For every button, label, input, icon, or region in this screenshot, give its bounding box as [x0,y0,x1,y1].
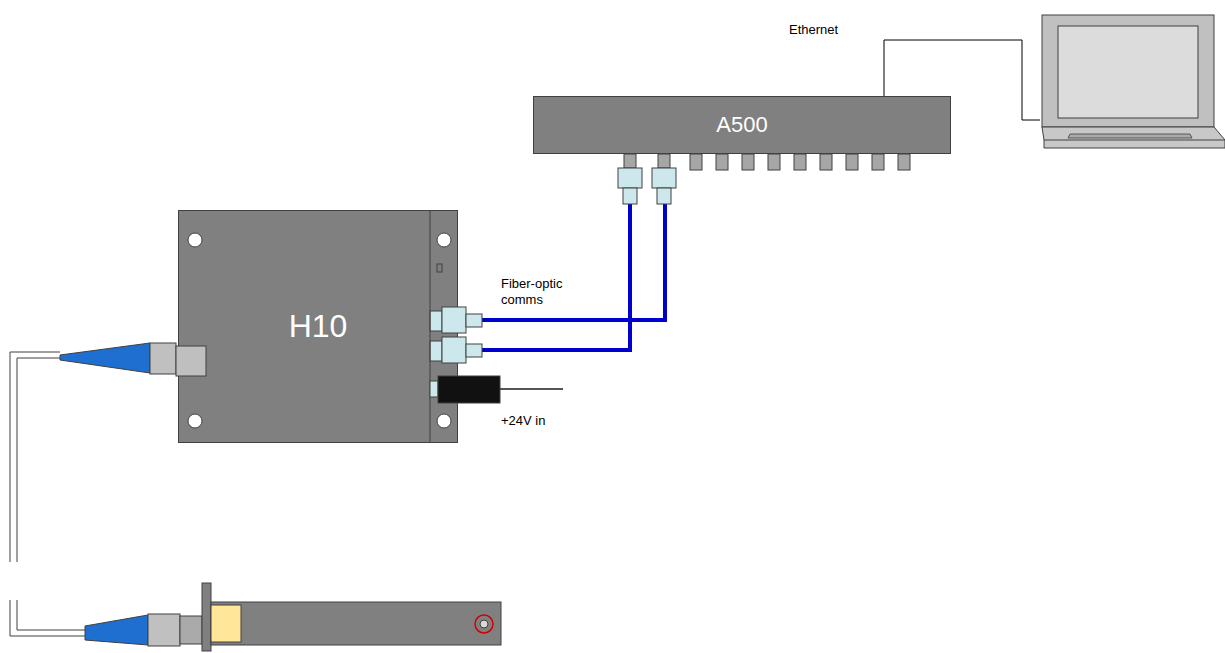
fiber-connectors [430,168,676,363]
cable-label: Fiber-optic comms [501,276,581,308]
laptop [1042,15,1225,148]
power-wire [500,388,563,390]
mounting-holes [188,233,451,428]
wire-label: Ethernet [789,22,838,38]
probe-cable [10,352,90,636]
unit-name: A500 [716,112,767,138]
led [437,264,442,272]
unit-name: H10 [289,308,348,345]
power-connector [430,376,500,403]
probe [85,583,501,651]
probe-connector [60,343,206,376]
a500-ports [624,154,910,170]
fiber-cable [458,154,630,350]
panel-edge [430,211,431,442]
fiber-cable [458,154,665,320]
unit-box: A500 [533,96,951,154]
power-label: +24V in [501,413,545,429]
unit-box: H10 [178,210,458,443]
